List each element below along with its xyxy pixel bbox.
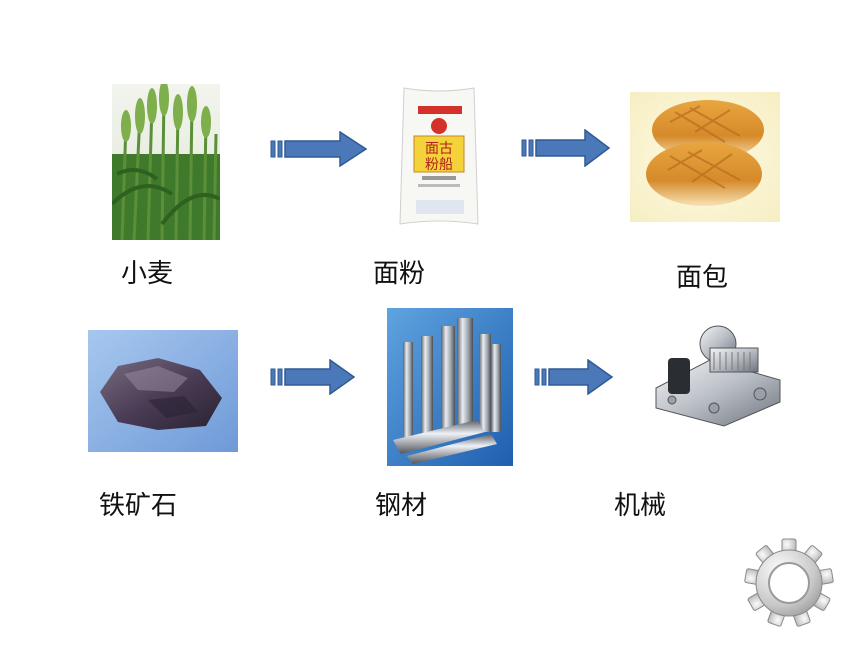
- arrow-right-icon: [521, 129, 611, 167]
- flour-brand-line1: 面古: [425, 141, 453, 157]
- wheat-image: [112, 84, 220, 240]
- label-machinery: 机械: [614, 491, 667, 521]
- flour-bag-image: 面古 粉船: [398, 84, 480, 228]
- iron-ore-image: [88, 330, 238, 452]
- label-steel: 钢材: [375, 491, 428, 521]
- arrow-right-icon: [270, 131, 368, 167]
- label-iron-ore: 铁矿石: [99, 491, 178, 521]
- steel-pipes-image: [387, 308, 513, 466]
- machine-part-image: [648, 318, 788, 432]
- arrow-right-icon: [270, 359, 356, 395]
- flour-brand-line2: 粉船: [425, 157, 453, 173]
- label-wheat: 小麦: [121, 259, 174, 289]
- arrow-right-icon: [534, 359, 614, 395]
- label-flour: 面粉: [373, 259, 426, 289]
- gear-icon[interactable]: [744, 538, 834, 628]
- label-bread: 面包: [676, 263, 729, 293]
- bread-image: [630, 92, 780, 222]
